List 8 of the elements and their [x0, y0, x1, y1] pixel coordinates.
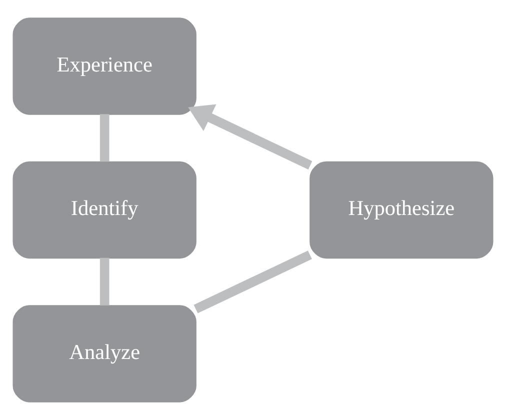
connector — [194, 250, 312, 313]
connector — [100, 114, 110, 162]
connector — [100, 257, 110, 305]
node-box: Analyze — [12, 304, 196, 402]
node-box: Identify — [12, 160, 196, 258]
node-box: Experience — [12, 17, 196, 114]
arrow — [188, 104, 312, 170]
node-box: Hypothesize — [310, 160, 494, 258]
